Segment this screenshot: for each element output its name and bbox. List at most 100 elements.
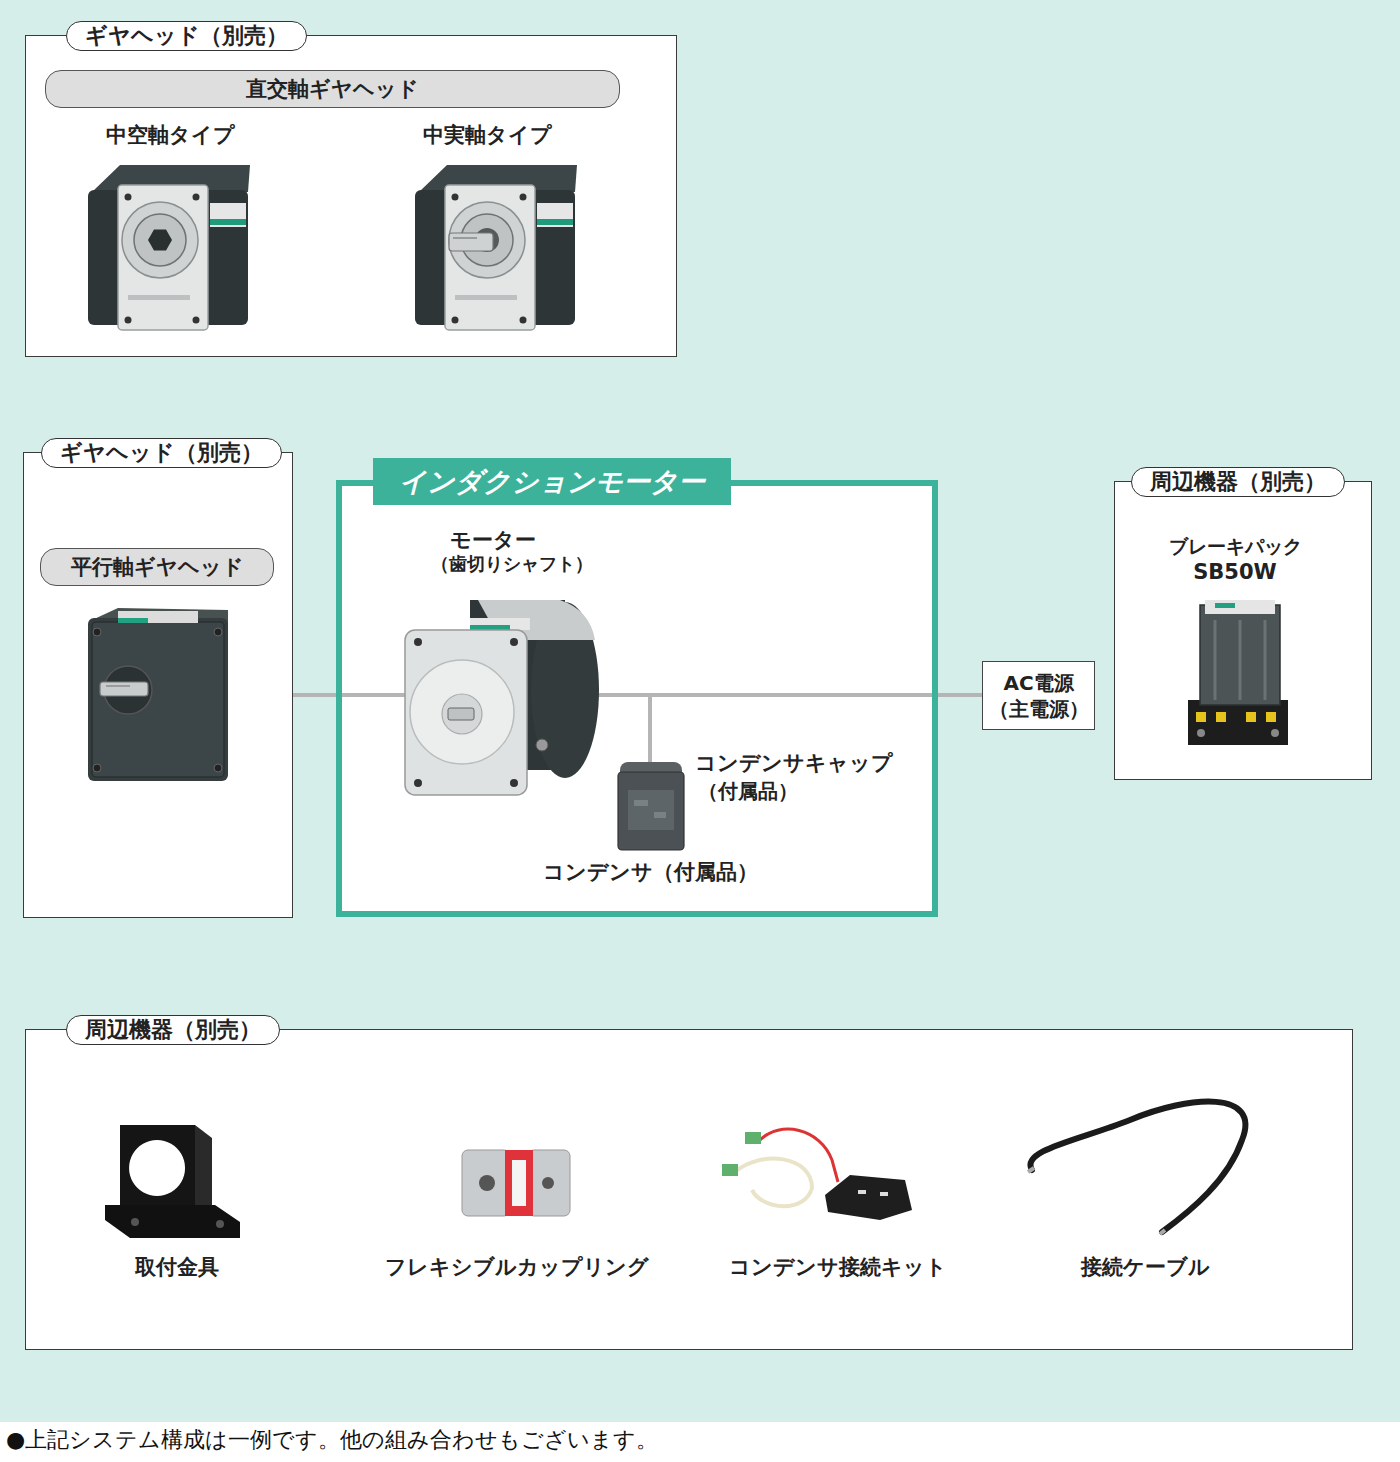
flexible-coupling [505, 1150, 533, 1216]
parallel-shaft-gearhead [118, 618, 148, 623]
capacitor-connection-kit [858, 1190, 866, 1194]
flexible-coupling [462, 1150, 510, 1216]
accessory-panel: ギヤヘッド（別売）平行軸ギヤヘッド [23, 452, 293, 918]
capacitor-connection-kit [880, 1192, 888, 1196]
connection-cable [1028, 1168, 1034, 1172]
brake-pack [1266, 712, 1276, 722]
flexible-coupling [462, 1150, 570, 1216]
hollow-shaft-gearhead [88, 165, 250, 330]
capacitor [634, 800, 648, 806]
induction-motor [410, 660, 514, 764]
power-line [293, 693, 336, 697]
image-caption: フレキシブルカップリング [385, 1255, 649, 1279]
panel-heading: 周辺機器（別売） [66, 1015, 280, 1045]
image-caption: 中実軸タイプ [423, 123, 552, 147]
brake-pack [1264, 620, 1267, 700]
flexible-coupling [528, 1150, 570, 1216]
brake-pack [1197, 729, 1205, 737]
connection-cable [1028, 1102, 1245, 1234]
parallel-shaft-gearhead [100, 682, 148, 696]
accessory-panel: ギヤヘッド（別売）直交軸ギヤヘッド [25, 35, 677, 357]
induction-motor [442, 694, 482, 734]
brake-pack [1215, 603, 1235, 608]
category-band: 直交軸ギヤヘッド [45, 70, 620, 108]
mounting-bracket [120, 1125, 195, 1205]
capacitor [628, 790, 674, 830]
mounting-bracket [105, 1205, 240, 1238]
capacitor-connection-kit [735, 1159, 812, 1207]
parallel-shaft-gearhead [93, 764, 101, 772]
flexible-coupling [479, 1175, 495, 1191]
brake-pack [1188, 600, 1288, 745]
power-wire [648, 695, 652, 768]
parallel-shaft-gearhead [214, 628, 222, 636]
brake-pack [1271, 729, 1279, 737]
induction-motor [414, 779, 422, 787]
mounting-bracket [131, 1218, 139, 1226]
motor-system-panel: インダクションモーター [336, 480, 938, 917]
solid-shaft-gearhead [415, 165, 577, 330]
capacitor-connection-kit [745, 1132, 761, 1144]
part-name: コンデンサキャップ [695, 751, 893, 775]
capacitor-connection-kit [722, 1164, 738, 1176]
accessory-panel: 周辺機器（別売） [25, 1029, 1353, 1350]
parallel-shaft-gearhead [118, 611, 198, 623]
panel-heading: 周辺機器（別売） [1131, 467, 1345, 497]
induction-motor [414, 638, 422, 646]
panel-fill [23, 452, 293, 918]
brake-pack [1200, 605, 1280, 705]
model-number: SB50W [1193, 560, 1277, 584]
brake-pack [1216, 712, 1226, 722]
panel-heading: インダクションモーター [373, 458, 731, 505]
flexible-coupling [542, 1177, 554, 1189]
brake-pack [1214, 620, 1217, 700]
parallel-shaft-gearhead [92, 622, 224, 777]
note-strip [0, 1422, 1400, 1462]
image-caption: 中空軸タイプ [106, 123, 235, 147]
band-label: 直交軸ギヤヘッド [246, 75, 419, 103]
image-caption: 取付金具 [135, 1255, 219, 1279]
part-name: ブレーキパック [1169, 536, 1302, 558]
brake-pack [1196, 712, 1206, 722]
capacitor-connection-kit [760, 1129, 838, 1182]
part-name: コンデンサ（付属品） [543, 860, 758, 884]
box-label: AC電源 （主電源） [987, 670, 1090, 722]
hollow-shaft-gearhead [88, 165, 250, 330]
induction-motor [448, 708, 474, 720]
connection-cable [1160, 1230, 1165, 1234]
hollow-shaft-gearhead [148, 230, 172, 251]
panel-heading: ギヤヘッド（別売） [66, 21, 307, 51]
induction-motor [405, 630, 527, 795]
parallel-shaft-gearhead [93, 628, 101, 636]
panel-fill [23, 35, 1372, 1350]
panel-heading: ギヤヘッド（別売） [41, 438, 282, 468]
solid-shaft-gearhead [415, 165, 577, 330]
panel-fill [25, 1029, 1353, 1350]
panel-fill [25, 35, 677, 357]
brake-pack [1239, 620, 1242, 700]
panel-fill [336, 480, 938, 917]
parallel-shaft-gearhead [88, 608, 228, 781]
accessory-panel: 周辺機器（別売） [1114, 481, 1372, 780]
flexible-coupling [512, 1160, 526, 1206]
parallel-shaft-gearhead [106, 685, 130, 687]
brake-pack [1188, 700, 1288, 745]
panel-fill [1114, 481, 1372, 780]
power-line [938, 693, 982, 697]
capacitor [618, 762, 684, 850]
capacitor-connection-kit [825, 1175, 912, 1220]
part-note: （歯切りシャフト） [431, 554, 593, 575]
part-name: モーター [450, 528, 536, 552]
mounting-bracket [216, 1220, 224, 1228]
power-source-box: AC電源 （主電源） [982, 661, 1095, 730]
brake-pack [1205, 600, 1275, 614]
solid-shaft-gearhead [449, 233, 493, 251]
induction-motor [405, 600, 599, 795]
brake-pack [1246, 712, 1256, 722]
induction-motor [470, 618, 530, 630]
part-note: （付属品） [698, 780, 798, 803]
image-caption: コンデンサ接続キット [729, 1255, 947, 1279]
